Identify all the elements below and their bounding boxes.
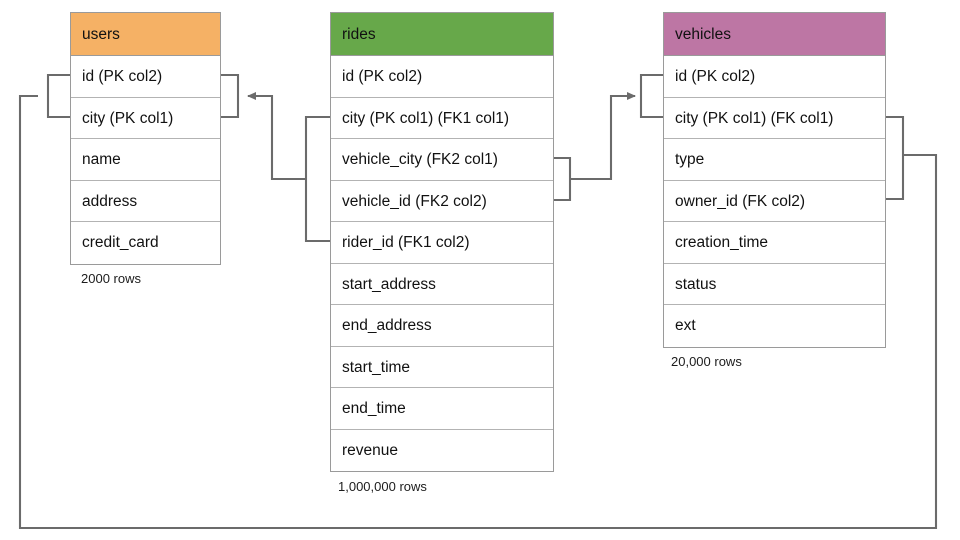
vehicles-fk-bracket	[886, 115, 905, 201]
table-vehicles-title: vehicles	[664, 13, 885, 56]
users-pk-bracket	[46, 73, 70, 119]
table-vehicles-column-owner-id[interactable]: owner_id (FK col2)	[664, 181, 885, 222]
table-rides-column-revenue[interactable]: revenue	[342, 441, 399, 459]
table-rides-title: rides	[331, 13, 553, 56]
table-rides-column-end-address[interactable]: end_address	[331, 305, 553, 347]
table-rides-column-vehicle-city[interactable]: vehicle_city (FK2 col1)	[331, 139, 553, 181]
table-vehicles-column-status[interactable]: status	[664, 264, 885, 305]
table-rides-row-count: 1,000,000 rows	[338, 479, 427, 494]
table-rides-column-start-time[interactable]: start_time	[331, 347, 553, 388]
table-users-column-city[interactable]: city (PK col1)	[71, 98, 220, 139]
table-users-title: users	[71, 13, 220, 56]
table-users-column-address[interactable]: address	[71, 181, 220, 222]
table-vehicles-column-city[interactable]: city (PK col1) (FK col1)	[664, 98, 885, 139]
table-rides-column-start-address[interactable]: start_address	[331, 264, 553, 305]
table-vehicles-column-id[interactable]: id (PK col2)	[664, 56, 885, 98]
users-pk-bracket-right	[221, 73, 240, 119]
table-vehicles-column-creation-time[interactable]: creation_time	[664, 222, 885, 264]
table-users-column-name[interactable]: name	[71, 139, 220, 181]
rides-fk2-edge	[570, 92, 636, 181]
table-vehicles-column-ext[interactable]: ext	[675, 317, 696, 334]
table-users[interactable]: users id (PK col2) city (PK col1) name a…	[70, 12, 221, 265]
table-vehicles-row-count: 20,000 rows	[671, 354, 742, 369]
table-users-column-id[interactable]: id (PK col2)	[71, 56, 220, 98]
table-rides-column-city[interactable]: city (PK col1) (FK1 col1)	[331, 98, 553, 139]
table-users-row-count: 2000 rows	[81, 271, 141, 286]
table-vehicles[interactable]: vehicles id (PK col2) city (PK col1) (FK…	[663, 12, 886, 348]
table-rides-column-end-time[interactable]: end_time	[331, 388, 553, 430]
table-vehicles-column-type[interactable]: type	[664, 139, 885, 181]
vehicles-pk-bracket	[639, 73, 663, 119]
table-rides-column-id[interactable]: id (PK col2)	[331, 56, 553, 98]
rides-fk1-bracket	[304, 115, 330, 243]
table-rides-column-rider-id[interactable]: rider_id (FK1 col2)	[331, 222, 553, 264]
table-users-column-credit-card[interactable]: credit_card	[82, 234, 159, 251]
rides-fk2-bracket	[554, 156, 572, 202]
table-rides-column-vehicle-id[interactable]: vehicle_id (FK2 col2)	[331, 181, 553, 222]
table-rides[interactable]: rides id (PK col2) city (PK col1) (FK1 c…	[330, 12, 554, 472]
rides-fk1-edge	[247, 92, 306, 181]
